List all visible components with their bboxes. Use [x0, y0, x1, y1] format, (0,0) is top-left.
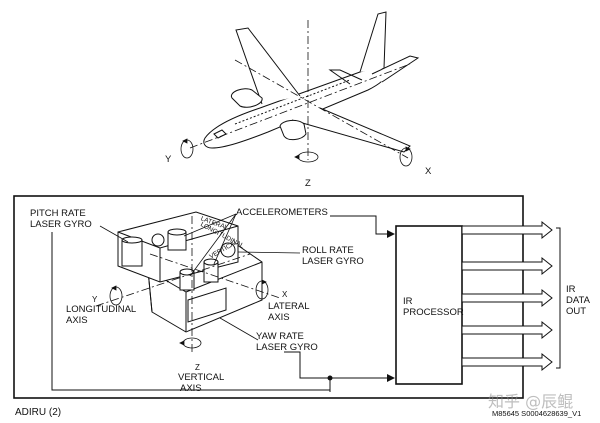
- yaw-rate-label: YAW RATE LASER GYRO: [256, 331, 318, 353]
- output-arrow-3: [461, 288, 553, 308]
- aircraft-horizontal-stabilizer: [371, 55, 420, 83]
- output-arrow-4: [461, 320, 553, 340]
- aircraft-left-engine: [230, 88, 263, 108]
- output-arrow-1: [461, 220, 553, 240]
- roll-rate-label: ROLL RATE LASER GYRO: [302, 245, 364, 267]
- lateral-axis-line: [149, 253, 281, 299]
- ir-data-out-line2: DATA: [566, 295, 590, 306]
- yaw-rate-label-line1: YAW RATE: [256, 331, 304, 342]
- yaw-rate-gyro: [187, 287, 227, 323]
- roll-rate-leader: [237, 251, 301, 254]
- yaw-rate-leader: [219, 317, 259, 341]
- aircraft-illustration: [203, 11, 420, 153]
- vertical-axis-label-line1: VERTICAL: [178, 372, 225, 383]
- ir-data-out-bracket: [556, 227, 561, 369]
- accelerometers-leader-1: [183, 213, 237, 237]
- aircraft-x-axis-label: X: [425, 166, 432, 177]
- aircraft-right-engine: [279, 119, 307, 141]
- lateral-axis-label-line2: AXIS: [268, 312, 290, 323]
- aircraft-windows: [234, 79, 351, 125]
- output-arrows: [461, 220, 553, 372]
- aircraft-longitudinal-axis-line: [189, 63, 411, 149]
- output-arrow-2: [461, 256, 553, 276]
- sensor-y-axis-label: Y: [92, 295, 98, 304]
- sensor-axes: [95, 216, 281, 352]
- vertical-axis-label-line2: AXIS: [180, 383, 202, 394]
- pitch-rate-label-line1: PITCH RATE: [30, 208, 86, 219]
- figure-id: M85645 S0004628639_V1: [492, 409, 582, 418]
- aircraft-z-axis-label: Z: [305, 178, 311, 189]
- roll-rate-label-line2: LASER GYRO: [302, 256, 364, 267]
- output-arrow-5: [461, 352, 553, 372]
- vertical-axis-label: VERTICAL AXIS: [178, 372, 224, 394]
- ir-data-out-line3: OUT: [566, 306, 587, 317]
- pitch-rate-label-line2: LASER GYRO: [30, 219, 92, 230]
- bus-junction-dot: [327, 375, 333, 381]
- ir-processor-label-line2: PROCESSOR: [403, 307, 464, 318]
- ir-data-out-label: IR DATA OUT: [566, 284, 590, 317]
- accelerometers-leader-3: [189, 213, 237, 277]
- ir-data-out-line1: IR: [566, 284, 576, 295]
- aircraft-y-axis-label: Y: [165, 154, 172, 165]
- pitch-rate-gyro: [121, 239, 143, 267]
- sensor-z-axis-label: Z: [195, 363, 200, 372]
- aircraft-left-wing: [235, 27, 301, 105]
- longitudinal-axis-label-line1: LONGITUDINAL: [66, 304, 137, 315]
- accelerometers-label: ACCELEROMETERS: [236, 207, 328, 218]
- sensor-block-illustration: [117, 211, 263, 333]
- aircraft-axes: [180, 20, 413, 167]
- ir-processor-label-line1: IR: [403, 296, 413, 307]
- adiru-title: ADIRU (2): [15, 407, 62, 418]
- yaw-rate-signal-line: [284, 351, 330, 379]
- longitudinal-axis-label-line2: AXIS: [66, 315, 88, 326]
- pitch-rate-label: PITCH RATE LASER GYRO: [30, 208, 92, 230]
- aircraft-vertical-tail: [359, 11, 387, 73]
- ir-processor-box: [395, 225, 463, 385]
- pitch-rate-leader: [99, 225, 129, 243]
- lateral-axis-label: LATERAL AXIS: [268, 301, 310, 323]
- ir-processor-label: IR PROCESSOR: [403, 296, 464, 318]
- roll-rate-label-line1: ROLL RATE: [302, 245, 354, 256]
- longitudinal-axis-label: LONGITUDINAL AXIS: [66, 304, 136, 326]
- pitch-rate-signal-line: [51, 232, 330, 391]
- aircraft-right-wing: [291, 107, 411, 153]
- yaw-rate-label-line2: LASER GYRO: [256, 342, 318, 353]
- leader-lines: [99, 213, 301, 341]
- watermark: 知乎 @辰鲲: [488, 392, 574, 411]
- aircraft-lateral-axis-line: [234, 59, 409, 159]
- signal-wiring: [51, 215, 395, 392]
- accelerometers-signal-line: [330, 215, 395, 238]
- accelerometers-leader-2: [213, 213, 237, 265]
- sensor-x-axis-label: X: [282, 290, 288, 299]
- lateral-axis-label-line1: LATERAL: [268, 301, 310, 312]
